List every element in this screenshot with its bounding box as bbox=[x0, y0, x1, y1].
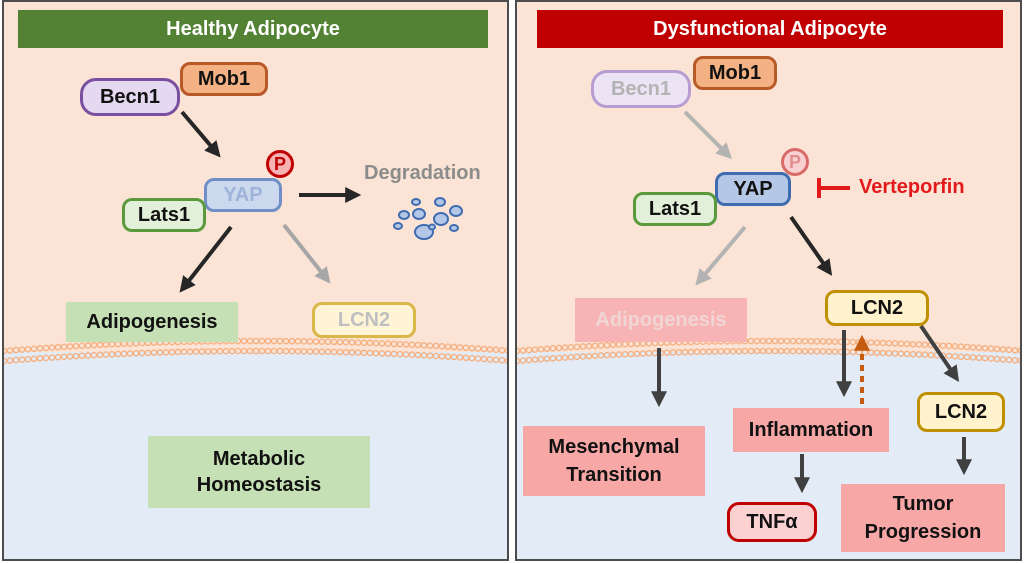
healthy-header: Healthy Adipocyte bbox=[18, 10, 488, 48]
tumor-line: Tumor bbox=[892, 493, 954, 515]
healthy-adipocyte-panel: Healthy Adipocyte Becn1 Mob1 P YAP Lats1 bbox=[2, 0, 509, 561]
metabolic-homeostasis-box: Metabolic Homeostasis bbox=[148, 436, 370, 508]
verteporfin-label: Verteporfin bbox=[859, 176, 965, 198]
tnfa-node: TNFα bbox=[727, 502, 817, 542]
tumor-progression-box: Tumor Progression bbox=[841, 484, 1005, 552]
lcn2-inner-node: LCN2 bbox=[825, 290, 929, 326]
dysfunctional-arrows bbox=[651, 110, 972, 494]
arrow-becn1-yap bbox=[180, 110, 221, 158]
mob1-node: Mob1 bbox=[180, 62, 268, 96]
mob1-node: Mob1 bbox=[693, 56, 777, 90]
arrow-yap-lcn2 bbox=[282, 223, 331, 284]
dysfunctional-header: Dysfunctional Adipocyte bbox=[537, 10, 1003, 48]
homeostasis-line: Homeostasis bbox=[196, 474, 322, 496]
inflammation-box: Inflammation bbox=[733, 408, 889, 452]
mesenchymal-line: Mesenchymal bbox=[548, 436, 680, 458]
degradation-label: Degradation bbox=[364, 162, 481, 184]
dysfunctional-adipocyte-panel: Dysfunctional Adipocyte Becn1 Mob1 P YAP bbox=[515, 0, 1022, 561]
degradation-bubbles-icon bbox=[393, 197, 463, 240]
cytoplasm-region bbox=[4, 2, 507, 352]
arrow-becn1-yap bbox=[683, 110, 733, 160]
arrow-yap-adipogenesis bbox=[695, 225, 747, 286]
adipogenesis-box: Adipogenesis bbox=[66, 302, 238, 342]
yap-node: YAP bbox=[204, 178, 282, 212]
lats1-node: Lats1 bbox=[633, 192, 717, 226]
lats1-node: Lats1 bbox=[122, 198, 206, 232]
adipogenesis-box: Adipogenesis bbox=[575, 298, 747, 342]
phosphate-icon: P bbox=[266, 150, 294, 178]
metabolic-line: Metabolic bbox=[212, 448, 306, 470]
arrow-lcn2-outer bbox=[919, 324, 960, 382]
lcn2-outer-node: LCN2 bbox=[917, 392, 1005, 432]
yap-node: YAP bbox=[715, 172, 791, 206]
lcn2-node: LCN2 bbox=[312, 302, 416, 338]
phosphate-icon: P bbox=[781, 148, 809, 176]
becn1-node: Becn1 bbox=[80, 78, 180, 116]
arrow-yap-adipogenesis bbox=[179, 225, 233, 293]
transition-line: Transition bbox=[566, 464, 662, 486]
healthy-arrows bbox=[179, 110, 463, 293]
arrow-yap-lcn2 bbox=[789, 215, 833, 276]
inhibition-bar-icon bbox=[817, 178, 850, 198]
progression-line: Progression bbox=[864, 521, 982, 543]
mesenchymal-transition-box: Mesenchymal Transition bbox=[523, 426, 705, 496]
becn1-node: Becn1 bbox=[591, 70, 691, 108]
membrane-bilayer-icon bbox=[4, 337, 507, 365]
